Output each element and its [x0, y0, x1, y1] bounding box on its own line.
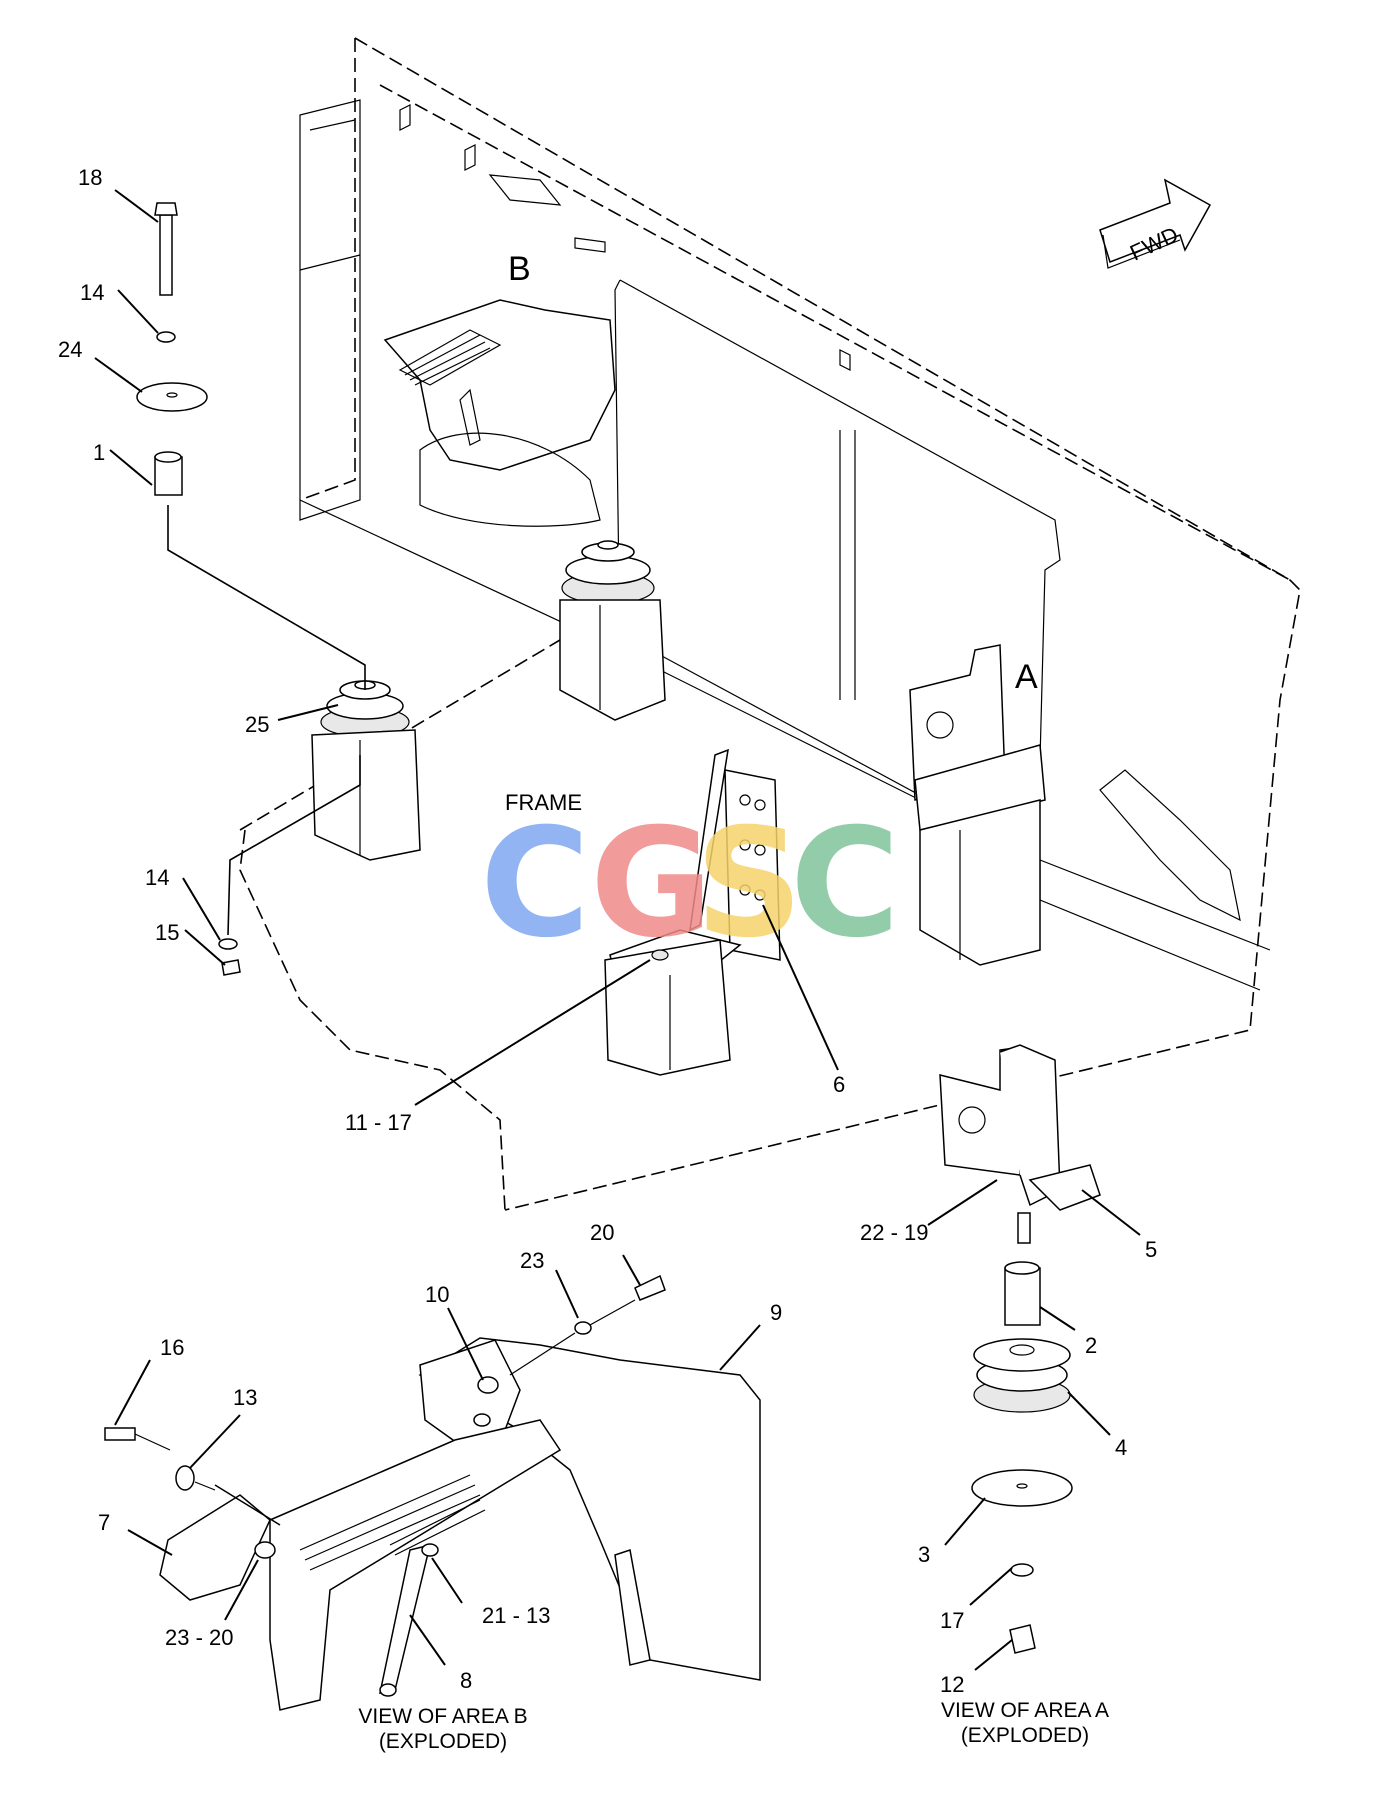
caption-area-b-line1: VIEW OF AREA B — [358, 1705, 527, 1728]
plate-assembly — [269, 1419, 562, 1711]
area-b-label: B — [508, 250, 531, 288]
callout-14: 14 — [80, 280, 104, 305]
frame-label: FRAME — [505, 790, 582, 815]
forward-arrow-icon: FWD — [1099, 178, 1212, 269]
area-a-assembly: A — [909, 644, 1046, 966]
area-b-assembly: B — [383, 250, 616, 527]
washer-13 — [175, 1465, 195, 1491]
callout-13: 13 — [233, 1385, 257, 1410]
captions: VIEW OF AREA B (EXPLODED) VIEW OF AREA A… — [358, 1699, 1109, 1753]
callout-6: 6 — [833, 1072, 845, 1097]
lock-washer-17 — [1010, 1563, 1034, 1577]
bolt-23-20 — [254, 1541, 276, 1559]
callout-3: 3 — [918, 1542, 930, 1567]
callout-17: 17 — [940, 1608, 964, 1633]
callout-7: 7 — [98, 1510, 110, 1535]
bolt-16 — [104, 1427, 136, 1441]
nut-15 — [221, 959, 241, 976]
callout-14-lower: 14 — [145, 865, 169, 890]
callout-25: 25 — [245, 712, 269, 737]
callout-9: 9 — [770, 1300, 782, 1325]
callout-1: 1 — [93, 440, 105, 465]
leader-lines — [94, 189, 1141, 1671]
callout-10: 10 — [425, 1282, 449, 1307]
callout-2: 2 — [1085, 1333, 1097, 1358]
callout-23-20: 23 - 20 — [165, 1625, 234, 1650]
callout-23: 23 — [520, 1248, 544, 1273]
callout-16: 16 — [160, 1335, 184, 1360]
caption-area-a-line1: VIEW OF AREA A — [941, 1699, 1109, 1722]
link-8 — [379, 1543, 432, 1694]
spacer-2 — [1004, 1267, 1041, 1326]
callouts: 18 14 24 1 25 14 15 11 - 17 6 22 - 19 5 … — [58, 165, 1157, 1697]
caption-area-b-line2: (EXPLODED) — [379, 1730, 507, 1753]
lock-washer-14 — [156, 331, 176, 343]
callout-15: 15 — [155, 920, 179, 945]
area-a-label: A — [1015, 658, 1038, 696]
screw-20 — [634, 1274, 666, 1301]
washer-23 — [574, 1321, 592, 1335]
bolt-18 — [159, 214, 173, 296]
left-exploded-stack — [136, 202, 366, 976]
watermark-letter-c1: C — [480, 797, 590, 971]
watermark-letter-c2: C — [790, 797, 900, 971]
callout-20: 20 — [590, 1220, 614, 1245]
callout-5: 5 — [1145, 1237, 1157, 1262]
callout-8: 8 — [460, 1668, 472, 1693]
callout-18: 18 — [78, 165, 102, 190]
watermark: C G S C — [480, 797, 900, 971]
watermark-letter-s: S — [695, 797, 803, 971]
left-mount — [311, 680, 421, 861]
area-a-exploded — [939, 1044, 1101, 1654]
watermark-letter-g: G — [590, 797, 713, 971]
callout-11-17: 11 - 17 — [345, 1110, 412, 1135]
caption-area-a-line2: (EXPLODED) — [961, 1724, 1089, 1747]
callout-12: 12 — [940, 1672, 964, 1697]
callout-22-19: 22 - 19 — [860, 1220, 929, 1245]
area-b-exploded — [104, 1274, 761, 1711]
lock-washer-14b — [218, 938, 238, 950]
callout-21-13: 21 - 13 — [482, 1603, 551, 1628]
callout-24: 24 — [58, 337, 82, 362]
callout-4: 4 — [1115, 1435, 1127, 1460]
rear-mount-center — [559, 540, 666, 721]
strap-7 — [159, 1494, 271, 1601]
nut-12 — [1009, 1624, 1036, 1654]
guard-9 — [418, 1337, 761, 1681]
